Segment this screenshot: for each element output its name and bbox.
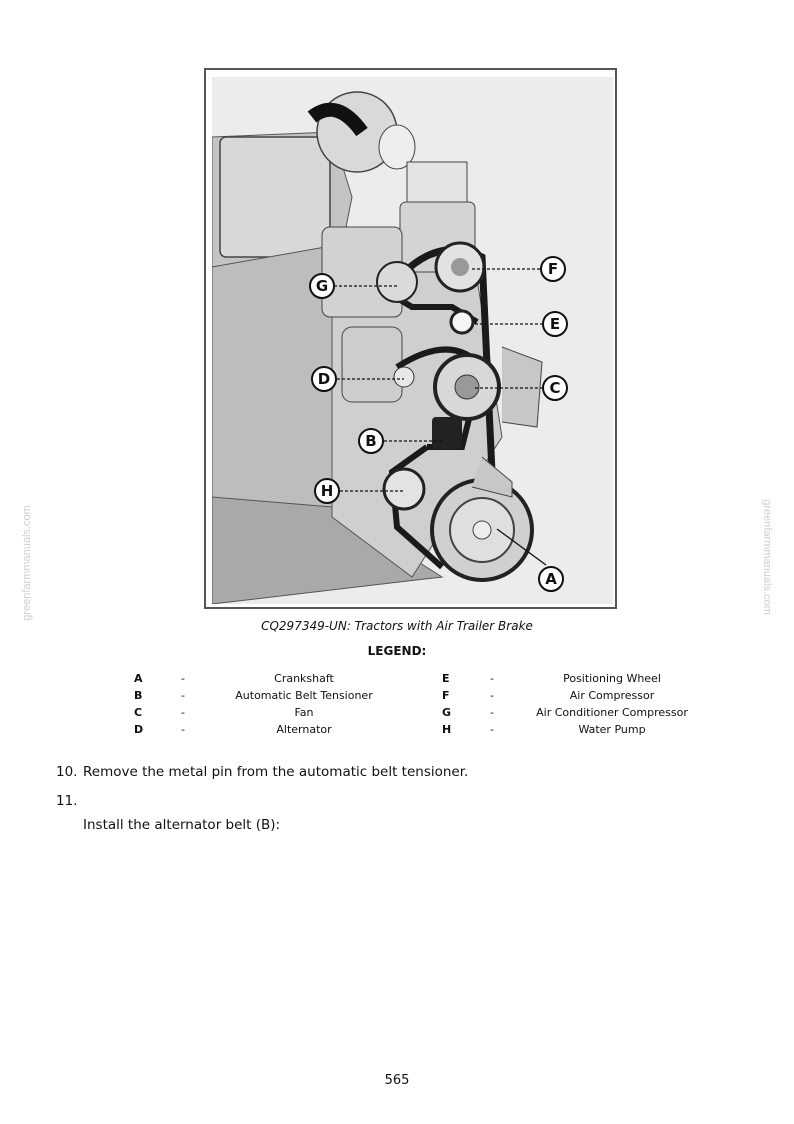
legend-label: Crankshaft [274, 672, 334, 685]
legend-dash: - [181, 689, 185, 702]
legend-key: D [134, 723, 144, 736]
legend-label: Positioning Wheel [563, 672, 661, 685]
engine-belt-figure: F G E D C B H A [204, 68, 617, 609]
legend-key: A [134, 672, 143, 685]
legend-dash: - [490, 706, 494, 719]
legend-key: C [134, 706, 143, 719]
legend-key: E [442, 672, 450, 685]
legend-dash: - [490, 723, 494, 736]
legend-key: H [442, 723, 452, 736]
callout-f: F [548, 260, 558, 278]
legend-key: G [442, 706, 452, 719]
legend-dash: - [181, 672, 185, 685]
callout-d: D [318, 370, 330, 388]
step-number: 10. [56, 764, 78, 780]
legend-dash: - [181, 706, 185, 719]
legend-key: B [134, 689, 143, 702]
legend-dash: - [490, 672, 494, 685]
callout-c: C [549, 379, 560, 397]
legend-label: Water Pump [578, 723, 646, 736]
callout-g: G [316, 277, 328, 295]
legend-label: Alternator [276, 723, 332, 736]
page-number: 565 [384, 1073, 410, 1088]
legend-dash: - [181, 723, 185, 736]
figure-caption: CQ297349-UN: Tractors with Air Trailer B… [261, 619, 533, 633]
legend-label: Fan [294, 706, 314, 719]
callout-a: A [545, 570, 557, 588]
step-number: 11. [56, 793, 78, 809]
legend-label: Air Conditioner Compressor [536, 706, 688, 719]
watermark-right: greenfarmmanuals.com [761, 499, 773, 615]
legend-label: Air Compressor [569, 689, 655, 702]
callout-e: E [550, 315, 560, 333]
callout-b: B [365, 432, 376, 450]
callout-h: H [321, 482, 334, 500]
step-text: Install the alternator belt (B): [83, 817, 281, 833]
legend-key: F [442, 689, 450, 702]
legend-title: LEGEND: [367, 644, 427, 658]
step-text: Remove the metal pin from the automatic … [83, 764, 469, 780]
engine-illustration: F G E D C B H A [212, 77, 613, 604]
watermark-left: greenfarmmanuals.com [21, 505, 33, 621]
legend-label: Automatic Belt Tensioner [235, 689, 373, 702]
legend-dash: - [490, 689, 494, 702]
